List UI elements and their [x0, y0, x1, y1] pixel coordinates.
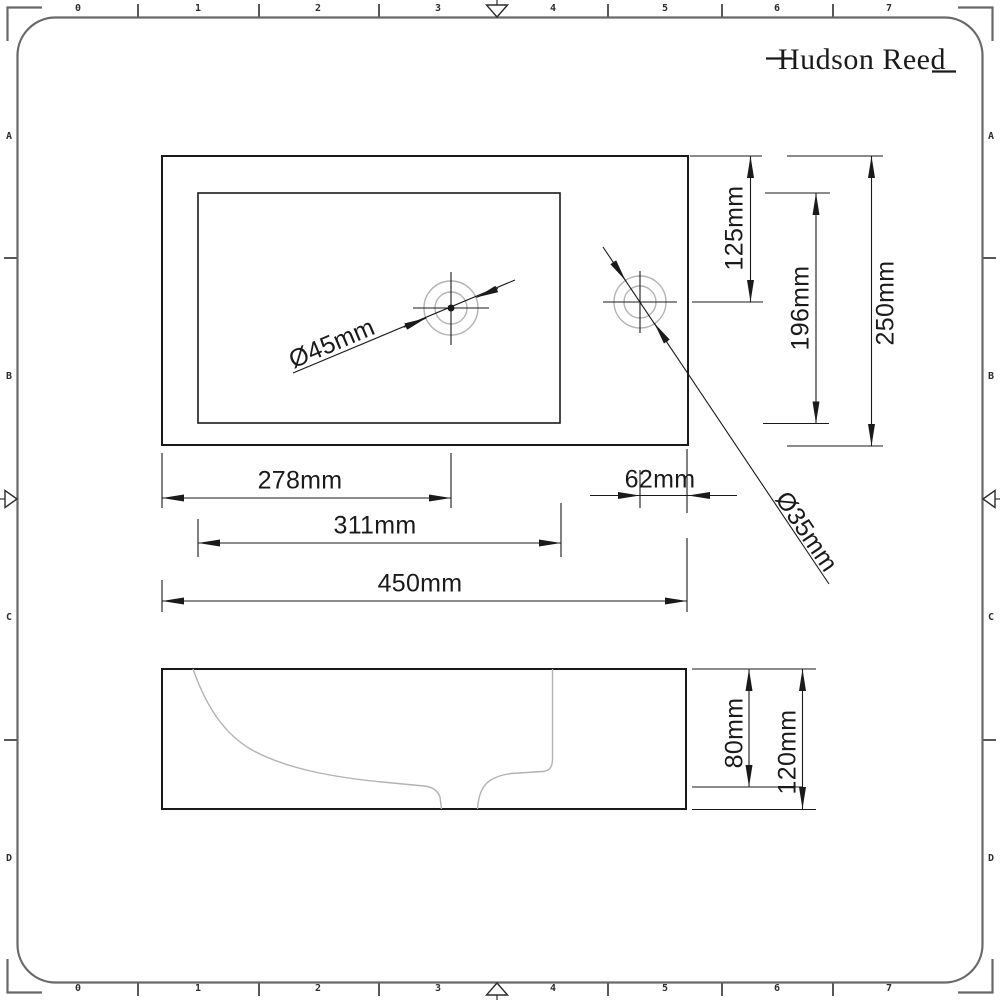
crop-mark-bottom-right	[958, 959, 994, 994]
crop-mark-top-right	[958, 6, 994, 41]
crop-mark-bottom-left	[6, 959, 42, 994]
ruler-ticks-left	[4, 257, 17, 741]
ruler-number-top: 4	[549, 3, 557, 14]
dim-125	[690, 155, 763, 303]
dim-label-overall-depth: 250mm	[871, 260, 900, 346]
front-view	[161, 668, 687, 810]
center-mark-top	[484, 0, 510, 19]
dim-278	[161, 453, 452, 508]
basin-front-rect	[161, 668, 687, 810]
brand-logo: Hudson Reed	[778, 43, 946, 76]
front-view-dimensions	[692, 668, 816, 811]
ruler-number-top: 0	[74, 3, 82, 14]
ruler-number-top: 3	[434, 3, 442, 14]
dim-label-tap-from-back: 125mm	[720, 185, 749, 271]
ruler-letter-right: B	[987, 371, 995, 382]
tap-diameter-leader	[602, 246, 830, 585]
ruler-number-bottom: 6	[773, 983, 781, 994]
dim-label-bowl-depth: 196mm	[786, 265, 815, 351]
ruler-number-bottom: 5	[661, 983, 669, 994]
dim-196	[763, 192, 830, 425]
dim-250	[787, 155, 883, 447]
ruler-number-top: 1	[194, 3, 202, 14]
ruler-ticks-top	[137, 4, 834, 17]
dim-120	[692, 669, 816, 811]
ruler-number-bottom: 7	[885, 983, 893, 994]
ruler-number-top: 2	[314, 3, 322, 14]
ruler-number-bottom: 2	[314, 983, 322, 994]
dim-450	[161, 538, 688, 612]
ruler-ticks-right	[983, 257, 996, 741]
ruler-number-top: 7	[885, 3, 893, 14]
ruler-letter-right: A	[987, 131, 995, 142]
ruler-letter-left: B	[5, 371, 13, 382]
dim-label-bowl-width: 311mm	[333, 511, 417, 540]
ruler-letter-right: C	[987, 612, 995, 623]
ruler-letter-left: A	[5, 131, 13, 142]
ruler-number-top: 5	[661, 3, 669, 14]
dim-311	[197, 503, 562, 557]
basin-outer-rect	[161, 155, 689, 446]
ruler-number-bottom: 0	[74, 983, 82, 994]
frame-outline	[16, 16, 984, 984]
center-mark-bottom	[484, 981, 510, 1000]
bowl-profile-right-curve	[476, 669, 554, 810]
ruler-ticks-bottom	[137, 983, 834, 996]
dim-label-bowl-height: 80mm	[720, 697, 749, 769]
dim-80	[692, 668, 816, 788]
ruler-number-bottom: 3	[434, 983, 442, 994]
ruler-letter-left: C	[5, 612, 13, 623]
ruler-number-bottom: 1	[194, 983, 202, 994]
ruler-number-top: 6	[773, 3, 781, 14]
ruler-letter-left: D	[5, 853, 13, 864]
dim-label-overall-width: 450mm	[377, 569, 463, 598]
center-mark-right	[981, 489, 1000, 509]
logo-flourish	[766, 57, 956, 73]
dim-62	[590, 449, 737, 513]
drain-hole	[413, 272, 489, 345]
ruler-number-bottom: 4	[549, 983, 557, 994]
dim-label-overall-height: 120mm	[773, 709, 802, 795]
dim-label-drain-from-left: 278mm	[257, 466, 343, 495]
center-mark-left	[0, 489, 19, 509]
drain-diameter-leader	[292, 279, 516, 374]
ruler-letter-right: D	[987, 853, 995, 864]
bowl-profile-left-curve	[192, 668, 443, 810]
basin-bowl-rect	[197, 192, 561, 424]
dim-label-tap-from-edge: 62mm	[624, 465, 696, 494]
plan-view	[161, 155, 830, 585]
crop-mark-top-left	[6, 6, 42, 41]
plan-view-dimensions	[161, 155, 883, 612]
